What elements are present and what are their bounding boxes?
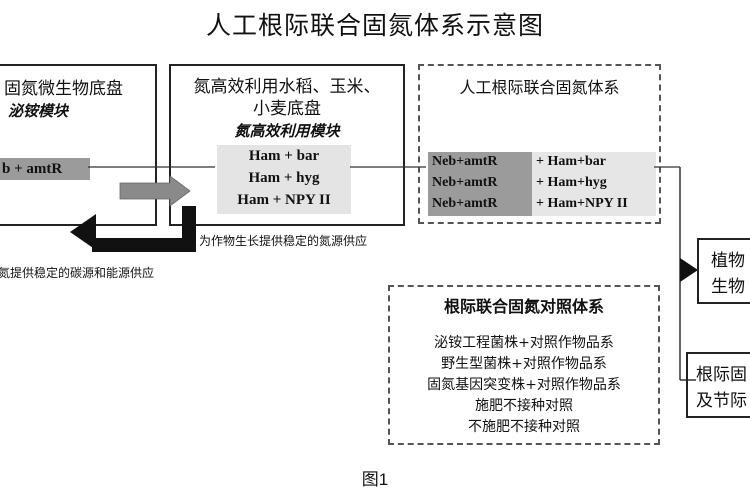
combo-row-3-left: Neb+amtR	[432, 196, 498, 211]
control-item-1: 泌铵工程菌株+对照作物品系	[434, 335, 614, 351]
right-bottom-box: 根际固 及节际	[686, 352, 750, 418]
crop-line-1: Ham + bar	[248, 148, 320, 164]
control-item-3: 固氮基因突变株+对照作物品系	[427, 377, 621, 393]
combo-row-1-right: + Ham+bar	[536, 154, 607, 169]
microbe-strain-label: b + amtR	[0, 158, 90, 180]
black-return-arrow	[92, 206, 196, 252]
figure-caption: 图1	[361, 470, 389, 489]
ammonium-module-label: 铵、泌铵模块	[0, 102, 69, 120]
right-bottom-line-1: 根际固	[696, 365, 747, 385]
crop-chassis-heading-1: 氮高效利用水稻、玉米、	[193, 77, 381, 97]
grey-right-arrow	[119, 175, 191, 207]
right-arrow-head	[680, 258, 698, 282]
diagram-title: 人工根际联合固氮体系示意图	[205, 11, 544, 40]
combo-row-2-right: + Ham+hyg	[536, 175, 607, 190]
nitrogen-efficiency-module-label: 氮高效利用模块	[234, 122, 340, 140]
black-return-arrowhead	[70, 214, 96, 250]
microbe-chassis-heading: 固氮微生物底盘	[4, 79, 123, 99]
artificial-system-heading: 人工根际联合固氮体系	[459, 78, 620, 97]
artificial-system-box: 人工根际联合固氮体系 Neb+amtR + Ham+bar Neb+amtR +…	[418, 64, 661, 224]
right-bottom-line-2: 及节际	[696, 391, 747, 411]
control-item-2: 野生型菌株+对照作物品系	[441, 356, 607, 372]
control-system-heading: 根际联合固氮对照体系	[443, 297, 604, 316]
combo-row-2-left: Neb+amtR	[432, 175, 498, 190]
right-top-line-2: 生物	[711, 277, 745, 297]
carbon-supply-label: 氮提供稳定的碳源和能源供应	[0, 266, 155, 280]
crop-line-2: Ham + hyg	[248, 170, 320, 186]
combo-row-3-right: + Ham+NPY II	[536, 196, 628, 211]
crop-chassis-box: 氮高效利用水稻、玉米、 小麦底盘 氮高效利用模块 Ham + bar Ham +…	[169, 64, 405, 226]
control-item-5: 不施肥不接种对照	[468, 419, 580, 435]
crop-chassis-heading-2: 小麦底盘	[253, 99, 321, 119]
control-item-4: 施肥不接种对照	[475, 398, 573, 414]
nitrogen-supply-label: 为作物生长提供稳定的氮源供应	[199, 234, 368, 248]
combo-row-1-left: Neb+amtR	[432, 154, 498, 169]
crop-line-3: Ham + NPY II	[237, 192, 331, 208]
control-system-box: 根际联合固氮对照体系 泌铵工程菌株+对照作物品系 野生型菌株+对照作物品系 固氮…	[388, 285, 660, 445]
right-top-box: 植物 生物	[697, 238, 750, 304]
microbe-chassis-box: 固氮微生物底盘 铵、泌铵模块 b + amtR	[0, 64, 157, 226]
right-top-line-1: 植物	[711, 251, 745, 271]
combo-panel-dark	[428, 152, 532, 216]
crop-module-panel	[217, 145, 351, 214]
